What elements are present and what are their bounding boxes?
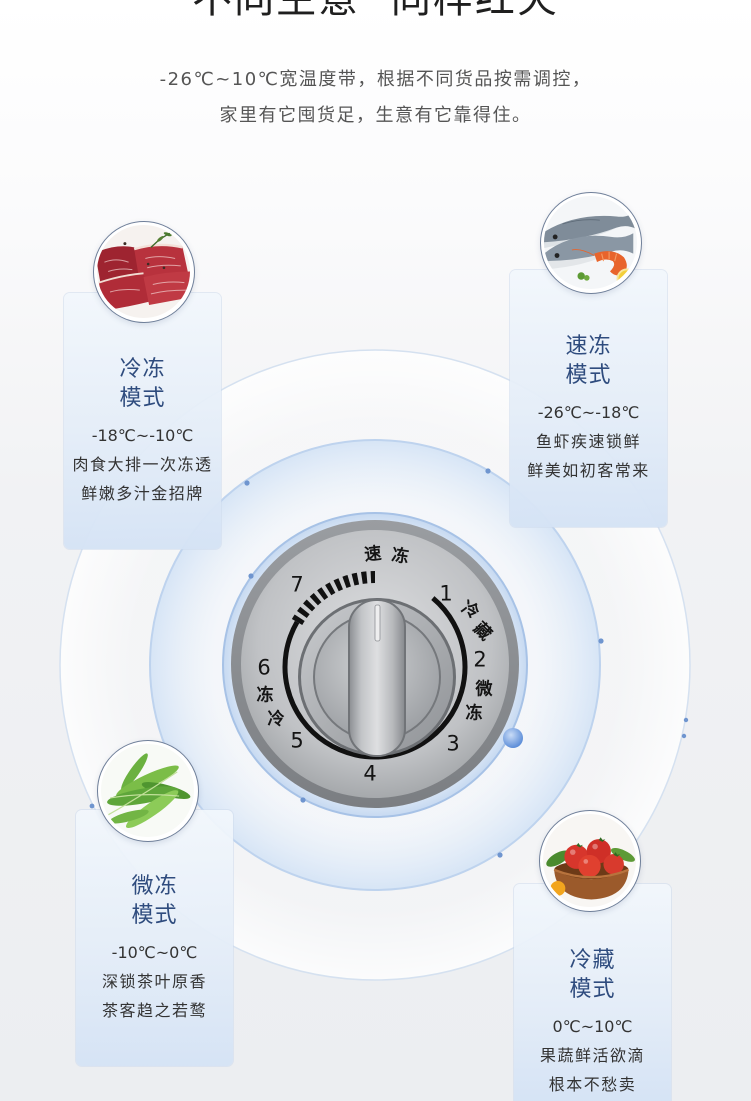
dial-number-6: 6 [257, 655, 271, 680]
dial-number-7: 7 [290, 572, 304, 597]
mode-title-suffix: 模式 [119, 386, 166, 411]
mode-temperature-range: 0℃~10℃ [552, 1017, 633, 1036]
mode-temperature-range: -26℃~-18℃ [537, 403, 640, 422]
decor-dot [681, 733, 687, 739]
dial-number-5: 5 [290, 728, 304, 753]
decor-dot [598, 638, 604, 644]
meat-steak-image [93, 221, 195, 323]
fish-shrimp-image [540, 192, 642, 294]
mode-description: 果蔬鲜活欲滴 [539, 1046, 645, 1065]
dial-label-freeze: 冻 [256, 685, 274, 706]
mode-title: 微冻 [131, 874, 178, 899]
decor-dot [485, 468, 491, 474]
mode-card-refrigerate: 冷藏 模式 0℃~10℃ 果蔬鲜活欲滴 根本不愁卖 [514, 884, 671, 1101]
mode-description: 肉食大排一次冻透 [72, 455, 213, 474]
decor-dot [248, 573, 254, 579]
temperature-knob-icon [298, 598, 456, 757]
dial-label-quick-freeze: 冻 [390, 545, 410, 568]
subtitle-line: 家里有它囤货足，生意有它靠得住。 [219, 105, 532, 126]
page-title: 不同生意 同样红火 [0, 0, 751, 25]
mode-title-suffix: 模式 [131, 903, 178, 928]
mode-title-suffix: 模式 [569, 977, 616, 1002]
decor-dot [244, 480, 250, 486]
mode-card-micro-freeze: 微冻 模式 -10℃~0℃ 深锁茶叶原香 茶客趋之若鹜 [76, 810, 233, 1066]
mode-temperature-range: -10℃~0℃ [111, 943, 198, 962]
dial-label-micro-freeze: 冻 [465, 703, 483, 724]
mode-description: 茶客趋之若鹜 [101, 1001, 207, 1020]
decor-dot [497, 852, 503, 858]
mode-card-freeze: 冷冻 模式 -18℃~-10℃ 肉食大排一次冻透 鲜嫩多汁金招牌 [64, 293, 221, 549]
page-subtitle: -26℃~10℃宽温度带，根据不同货品按需调控， 家里有它囤货足，生意有它靠得住… [0, 62, 751, 134]
mode-title: 冷藏 [569, 948, 616, 973]
decor-dot [683, 717, 689, 723]
decor-dot [300, 797, 306, 803]
green-leaves-image [97, 740, 199, 842]
dial-label-quick-freeze: 速 [363, 543, 383, 566]
mode-temperature-range: -18℃~-10℃ [91, 426, 194, 445]
dial-number-2: 2 [473, 647, 487, 672]
dial-number-4: 4 [363, 761, 377, 786]
mode-title: 冷冻 [119, 357, 166, 382]
knob-pointer [374, 604, 381, 642]
decor-dot [89, 803, 95, 809]
dial-scale-ticks [291, 571, 376, 626]
dial-scale-arc [282, 596, 468, 760]
mode-description: 根本不愁卖 [548, 1075, 637, 1094]
subtitle-line: -26℃~10℃宽温度带，根据不同货品按需调控， [159, 69, 592, 90]
tomato-bowl-image [539, 810, 641, 912]
mode-description: 鱼虾疾速锁鲜 [535, 432, 641, 451]
mode-title: 速冻 [565, 334, 612, 359]
mode-description: 深锁茶叶原香 [101, 972, 207, 991]
mode-title-suffix: 模式 [565, 363, 612, 388]
decor-dot-large [503, 728, 523, 748]
dial-number-3: 3 [446, 731, 460, 756]
mode-description: 鲜嫩多汁金招牌 [81, 484, 204, 503]
mode-description: 鲜美如初客常来 [527, 461, 650, 480]
dial-number-1: 1 [439, 581, 453, 606]
decor-dots [89, 468, 689, 858]
dial-label-micro-freeze: 微 [475, 679, 493, 700]
mode-card-quick-freeze: 速冻 模式 -26℃~-18℃ 鱼虾疾速锁鲜 鲜美如初客常来 [510, 270, 667, 527]
dial-label-freeze: 冷 [267, 709, 285, 730]
